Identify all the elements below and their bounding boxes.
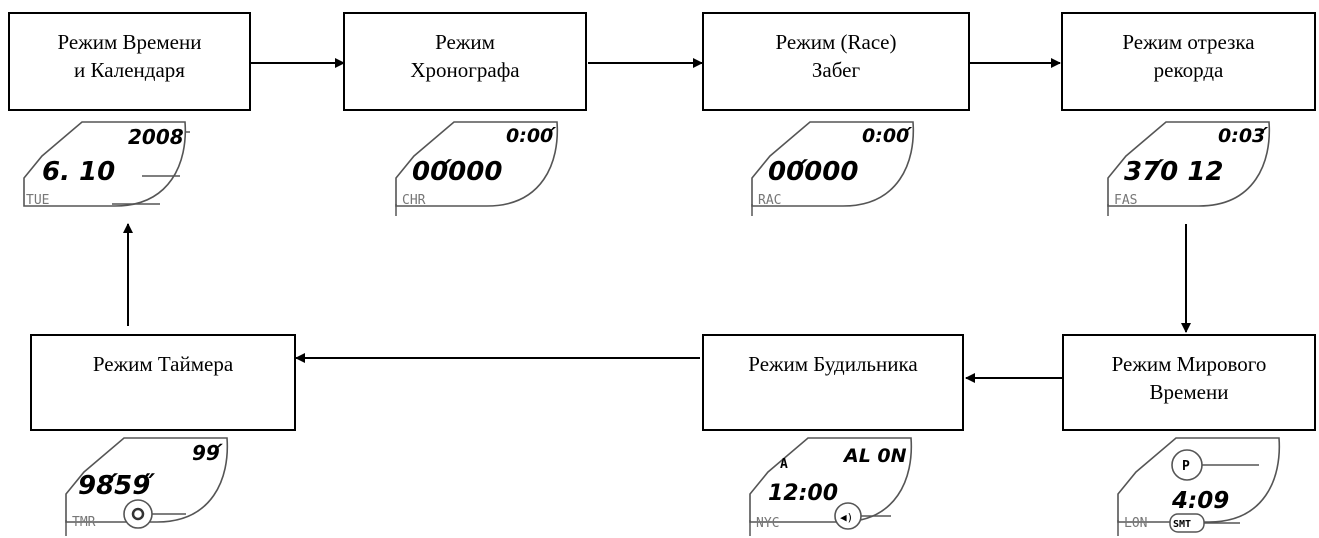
mode-label-record: Режим отрезка рекорда <box>1122 30 1255 82</box>
lcd-world-main: 4:09 <box>1171 488 1229 514</box>
lcd-time-year: 2008 <box>128 125 184 149</box>
mode-label-race: Режим (Race) Забег <box>775 30 897 82</box>
lcd-chrono-main: 00́000 <box>412 157 502 187</box>
lcd-chrono-top: 0:00́ <box>506 125 556 147</box>
mode-box-race: Режим (Race) Забег <box>702 12 970 111</box>
lcd-alarm-main: 12:00 <box>768 481 838 506</box>
lcd-chrono: 0:00́ 00́000 CHR <box>395 121 559 216</box>
lcd-outline <box>23 121 187 207</box>
lcd-time: 2008 6. 10 TUE <box>23 121 190 208</box>
lcd-outline <box>751 121 915 207</box>
lcd-chrono-label: CHR <box>402 193 426 208</box>
lcd-race-top: 0:00́ <box>862 125 912 147</box>
mode-box-timer: Режим Таймера <box>30 334 296 431</box>
lcd-timer-main: 98́59̋ <box>78 471 155 501</box>
mode-box-record: Режим отрезка рекорда <box>1061 12 1316 111</box>
lcd-race-label: RAC <box>758 193 781 208</box>
mode-box-chrono: Режим Хронографа <box>343 12 587 111</box>
lcd-time-date: 6. 10 <box>42 157 115 187</box>
mode-label-timer: Режим Таймера <box>92 352 234 376</box>
lcd-alarm-top: AL 0N <box>842 445 907 467</box>
lcd-outline <box>1107 121 1271 207</box>
timer-icon-circle <box>123 499 153 529</box>
lcd-world: P 4:09 LON SMT <box>1117 437 1281 536</box>
lcd-outline <box>395 121 559 207</box>
lcd-record-label: FAS <box>1114 193 1137 208</box>
lcd-race-main: 00́000 <box>768 157 858 187</box>
lcd-alarm-indicator: A <box>780 457 788 472</box>
lcd-timer-label: TMR <box>72 515 96 530</box>
lcd-alarm-label: NYC <box>756 516 779 531</box>
mode-label-time: Режим Времени и Календаря <box>57 30 202 82</box>
mode-label-world: Режим Мирового Времени <box>1111 352 1267 404</box>
mode-box-alarm: Режим Будильника <box>702 334 964 431</box>
lcd-world-badge: P <box>1182 459 1190 474</box>
mode-label-chrono: Режим Хронографа <box>410 30 520 82</box>
lcd-time-day: TUE <box>26 193 49 208</box>
mode-label-alarm: Режим Будильника <box>748 352 918 376</box>
mode-box-world: Режим Мирового Времени <box>1062 334 1316 431</box>
lcd-record-main: 37́0 12 <box>1124 157 1224 187</box>
lcd-alarm: A AL 0N 12:00 NYC ◀) <box>749 437 913 536</box>
lcd-timer-top: 99́ <box>192 441 224 465</box>
timer-icon <box>131 507 145 521</box>
lcd-record: 0:03́ 37́0 12 FAS <box>1107 121 1271 216</box>
lcd-world-label: LON <box>1124 516 1147 531</box>
lcd-timer: 99́ 98́59̋ TMR <box>65 437 229 536</box>
mode-box-time: Режим Времени и Календаря <box>8 12 251 111</box>
lcd-record-top: 0:03́ <box>1218 125 1268 147</box>
lcd-outline <box>1117 437 1281 523</box>
lcd-race: 0:00́ 00́000 RAC <box>751 121 915 216</box>
lcd-world-tag: SMT <box>1173 519 1191 530</box>
speaker-icon: ◀) <box>840 511 853 524</box>
lcd-outline <box>65 437 229 523</box>
